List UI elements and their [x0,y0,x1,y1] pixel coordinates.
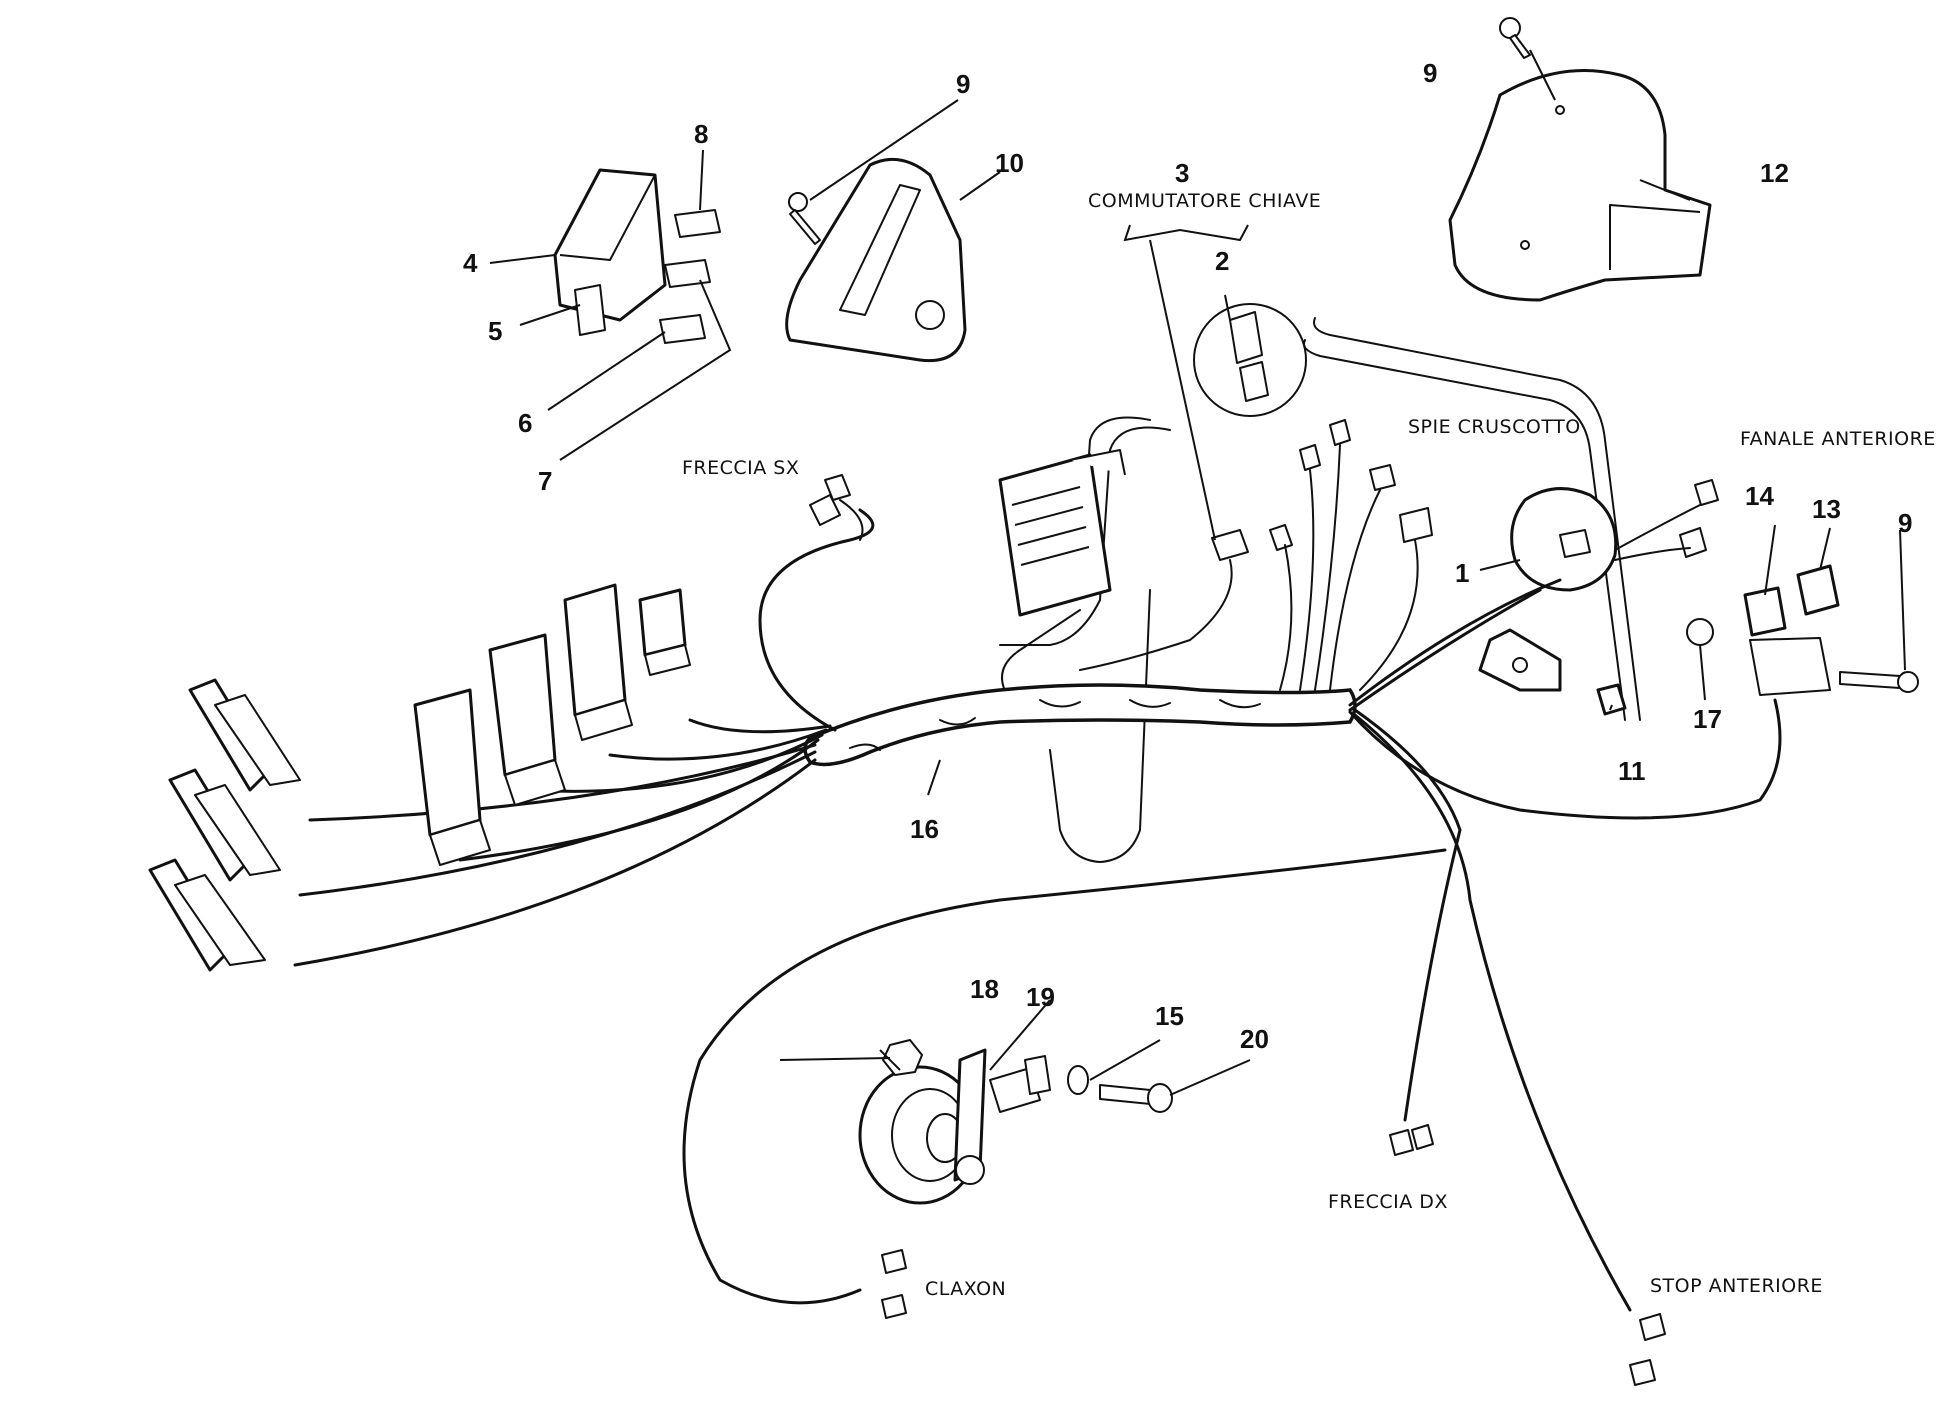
leader-lines [489,49,1906,1096]
bracket [1478,628,1627,716]
callout-10: 10 [995,148,1024,178]
control-unit [998,449,1126,617]
fuse-box [553,168,667,336]
callout-4: 4 [463,248,478,278]
connector-left-1 [188,678,301,792]
label-stop-anteriore: STOP ANTERIORE [1650,1275,1823,1297]
callout-15: 15 [1155,1001,1184,1031]
callout-2: 2 [1215,246,1229,276]
callout-14: 14 [1745,481,1774,511]
label-spie-cruscotto: SPIE CRUSCOTTO [1408,416,1581,438]
callout-11: 11 [1618,756,1646,786]
callout-9-dashboard: 9 [1423,58,1437,88]
spacer-19 [989,1055,1051,1113]
left-connector-wires [293,508,875,967]
callout-9-light: 9 [1898,508,1912,538]
callout-13: 13 [1812,494,1841,524]
callout-8: 8 [694,119,708,149]
callout-7: 7 [538,466,552,496]
callout-5: 5 [488,316,502,346]
connector-left-2 [168,768,281,882]
spie-cruscotto-wires [1269,419,1433,691]
callout-19: 19 [1026,982,1055,1012]
bracket-plate [1749,637,1831,696]
callout-20: 20 [1240,1024,1269,1054]
key-switch-connector-inset [1079,303,1307,671]
connector-mid-2 [488,633,566,806]
fuse-6 [659,314,706,344]
callout-16: 16 [910,814,939,844]
light-relay-13 [1796,564,1840,616]
label-fanale-anteriore: FANALE ANTERIORE [1740,428,1936,450]
horn-bracket [953,1048,987,1185]
dashboard-cover [1448,69,1712,302]
callout-12: 12 [1760,158,1789,188]
callout-18: 18 [970,974,999,1004]
stop-anteriore-wire [1353,713,1632,1312]
stop-anteriore-connector [1629,1313,1666,1386]
label-claxon: CLAXON [925,1278,1006,1300]
callout-1: 1 [1455,558,1469,588]
light-relay-14 [1743,586,1787,637]
fuse-8 [674,209,721,238]
screw-9-right [1839,671,1919,693]
callout-9-cover: 9 [956,69,970,99]
bolt-20 [1099,1083,1173,1113]
main-harness-sheath [803,683,1357,767]
connector-mid-1 [413,688,491,866]
claxon-wire [682,848,1447,1305]
label-freccia-sx: FRECCIA SX [682,457,799,479]
label-commutatore-chiave: COMMUTATORE CHIAVE [1088,190,1321,212]
fuse-7 [664,259,711,288]
key-switch-cover [785,157,967,363]
headlight-assembly [1348,479,1719,712]
screw-9-cover [788,192,821,245]
screw-9-dashboard [1499,17,1531,59]
callout-6: 6 [518,408,532,438]
connector-left-3 [148,858,266,972]
connector-mid-3 [563,583,633,741]
light-wire [1348,698,1782,820]
nut-18 [882,1039,923,1076]
callout-17: 17 [1693,704,1722,734]
washer-15 [1067,1065,1089,1095]
freccia-dx-connector [1389,1124,1434,1156]
freccia-dx-wire [1353,708,1462,1122]
callout-3: 3 [1175,158,1189,188]
claxon-connector [881,1249,907,1319]
freccia-sx-connector [809,474,864,541]
connector-mid-4 [638,588,691,676]
label-freccia-dx: FRECCIA DX [1328,1191,1448,1213]
washer-17 [1686,618,1714,646]
